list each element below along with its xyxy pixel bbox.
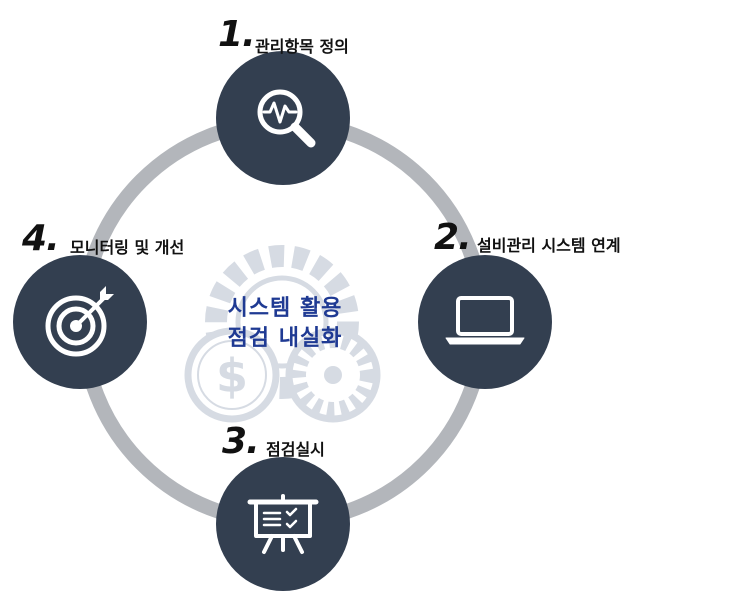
center-title-line-2: 점검 내실화 <box>227 326 343 351</box>
step-1-node <box>216 51 350 185</box>
step-3-node <box>216 457 350 591</box>
target-arrow-icon <box>45 286 114 357</box>
gear-coins-watermark-icon: $ <box>184 245 381 423</box>
svg-text:$: $ <box>216 349 248 403</box>
step-4-number: 4. <box>22 218 60 259</box>
laptop-icon <box>445 296 525 345</box>
step-2-label: 설비관리 시스템 연계 <box>477 236 621 255</box>
step-2-node <box>418 255 552 389</box>
step-3-label: 점검실시 <box>266 440 325 459</box>
magnifier-pulse-icon <box>257 89 316 148</box>
center-title-line-1: 시스템 활용 <box>227 296 343 321</box>
step-4-node <box>13 255 147 389</box>
presentation-board-icon <box>247 494 319 554</box>
step-1-number: 1. <box>218 14 256 55</box>
step-4-label: 모니터링 및 개선 <box>70 238 185 257</box>
step-1-label: 관리항목 정의 <box>255 37 349 56</box>
step-3-number: 3. <box>222 421 260 462</box>
step-2-number: 2. <box>434 217 472 258</box>
